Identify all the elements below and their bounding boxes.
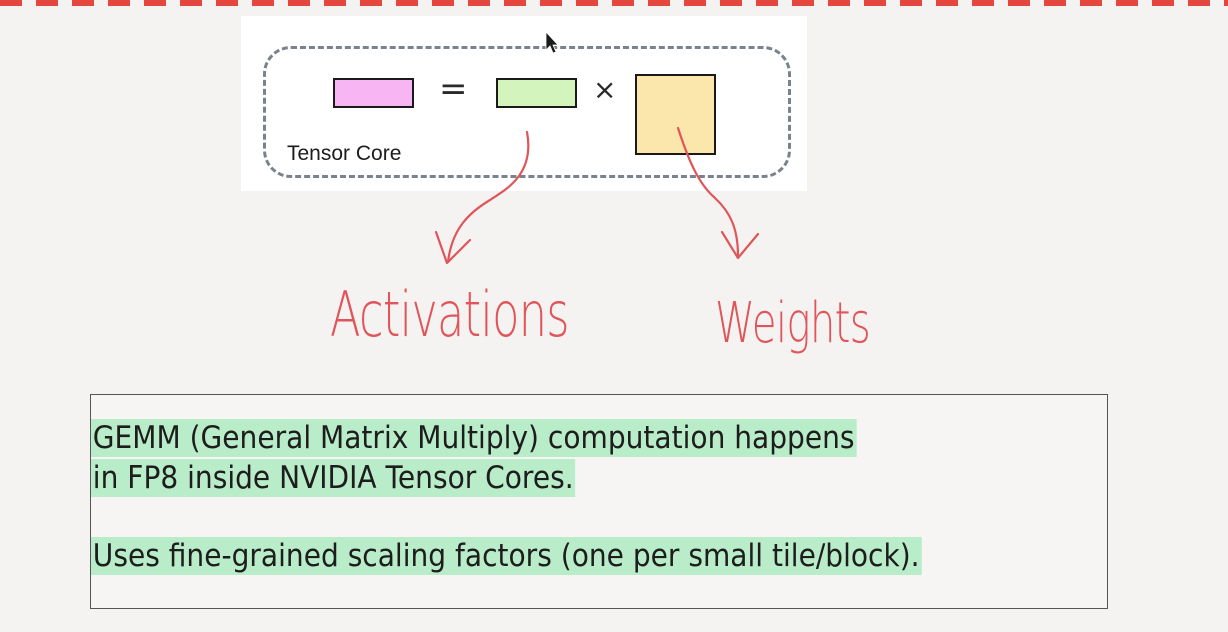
tensor-core-diagram: = × Tensor Core	[241, 16, 807, 191]
note-line-scaling: Uses fine-grained scaling factors (one p…	[91, 537, 922, 575]
note-line-fp8: in FP8 inside NVIDIA Tensor Cores.	[91, 459, 576, 497]
weight-matrix	[635, 74, 716, 155]
notes-box: GEMM (General Matrix Multiply) computati…	[90, 394, 1108, 609]
activation-matrix	[496, 78, 577, 108]
tensor-core-label: Tensor Core	[287, 142, 402, 165]
note-line-gemm: GEMM (General Matrix Multiply) computati…	[91, 419, 857, 457]
multiply-sign: ×	[593, 73, 617, 106]
weights-label: Weights	[715, 291, 871, 356]
activations-label: Activations	[330, 278, 570, 351]
activations-arrowhead	[434, 230, 472, 265]
output-matrix	[333, 78, 414, 108]
top-dashed-border	[0, 0, 1228, 6]
weights-arrowhead	[720, 230, 760, 260]
equals-sign: =	[439, 69, 468, 109]
